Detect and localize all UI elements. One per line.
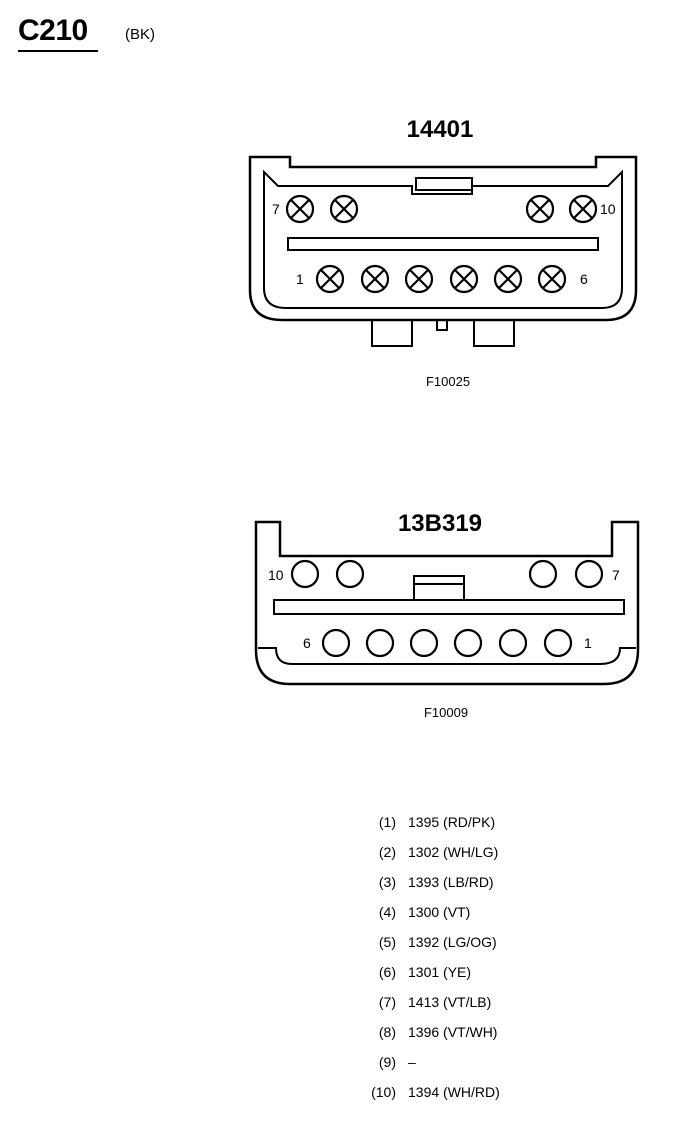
pinout-row: (7) 1413 (VT/LB)	[360, 992, 500, 1022]
pinout-row: (9)–	[360, 1052, 500, 1082]
circuit-label: 1300 (VT)	[408, 904, 471, 920]
bottom-pin-10	[290, 559, 320, 589]
bottom-pin-1	[543, 628, 573, 658]
bottom-figure-code: F10009	[423, 705, 469, 720]
top-pin-5	[493, 264, 523, 294]
circuit-label: 1392 (LG/OG)	[408, 934, 497, 950]
top-figure-code: F10025	[425, 374, 471, 389]
top-pin-8	[329, 194, 359, 224]
top-pin-label-6: 6	[580, 271, 588, 287]
pinout-row: (8) 1396 (VT/WH)	[360, 1022, 500, 1052]
circuit-label: 1395 (RD/PK)	[408, 814, 496, 830]
bottom-connector-housing	[254, 520, 640, 686]
bottom-pin-3	[453, 628, 483, 658]
top-pin-7	[285, 194, 315, 224]
top-pin-label-1: 1	[296, 271, 304, 287]
circuit-label: 1396 (VT/WH)	[408, 1024, 498, 1040]
pin-number: (5)	[378, 934, 396, 950]
pin-number: (8)	[378, 1024, 396, 1040]
top-pin-label-10: 10	[600, 201, 616, 217]
pinout-row: (4) 1300 (VT)	[360, 902, 500, 932]
bottom-pin-8	[528, 559, 558, 589]
circuit-label: 1301 (YE)	[408, 964, 472, 980]
bottom-pin-label-6: 6	[303, 635, 311, 651]
bottom-pin-2	[498, 628, 528, 658]
connector-id: C210	[18, 14, 88, 47]
top-pin-10	[568, 194, 598, 224]
top-connector-housing	[248, 155, 638, 347]
bottom-pin-7	[574, 559, 604, 589]
circuit-label: 1413 (VT/LB)	[408, 994, 492, 1010]
pin-number: (4)	[378, 904, 396, 920]
pin-number: (2)	[378, 844, 396, 860]
bottom-pin-5	[365, 628, 395, 658]
pinout-row: (5) 1392 (LG/OG)	[360, 932, 500, 962]
pin-number: (10)	[371, 1084, 396, 1100]
circuit-label: 1394 (WH/RD)	[408, 1084, 500, 1100]
pinout-row: (3) 1393 (LB/RD)	[360, 872, 500, 902]
pinout-row: (10) 1394 (WH/RD)	[360, 1082, 500, 1112]
pinout-legend: (1) 1395 (RD/PK) (2) 1302 (WH/LG) (3) 1393 …	[360, 812, 500, 1112]
pinout-row: (6) 1301 (YE)	[360, 962, 500, 992]
pin-number: (9)	[378, 1054, 396, 1070]
bottom-pin-9	[335, 559, 365, 589]
top-part-number: 14401	[406, 116, 474, 143]
bottom-pin-label-1: 1	[584, 635, 592, 651]
connector-color: (BK)	[125, 26, 155, 43]
pin-number: (1)	[378, 814, 396, 830]
circuit-label: –	[408, 1054, 416, 1070]
top-connector-pins	[285, 194, 598, 294]
bottom-part-number: 13B319	[397, 510, 483, 537]
pin-number: (3)	[378, 874, 396, 890]
top-pin-1	[315, 264, 345, 294]
bottom-pin-4	[409, 628, 439, 658]
bottom-connector-pins	[290, 559, 604, 658]
pinout-row: (2) 1302 (WH/LG)	[360, 842, 500, 872]
pinout-row: (1) 1395 (RD/PK)	[360, 812, 500, 842]
connector-id-underline	[18, 50, 98, 52]
top-pin-4	[449, 264, 479, 294]
top-pin-3	[404, 264, 434, 294]
top-pin-6	[537, 264, 567, 294]
top-pin-2	[360, 264, 390, 294]
circuit-label: 1393 (LB/RD)	[408, 874, 494, 890]
pin-number: (7)	[378, 994, 396, 1010]
bottom-pin-label-7: 7	[612, 567, 620, 583]
pin-number: (6)	[378, 964, 396, 980]
bottom-pin-label-10: 10	[268, 567, 284, 583]
bottom-pin-6	[321, 628, 351, 658]
circuit-label: 1302 (WH/LG)	[408, 844, 499, 860]
top-pin-9	[525, 194, 555, 224]
top-pin-label-7: 7	[272, 201, 280, 217]
